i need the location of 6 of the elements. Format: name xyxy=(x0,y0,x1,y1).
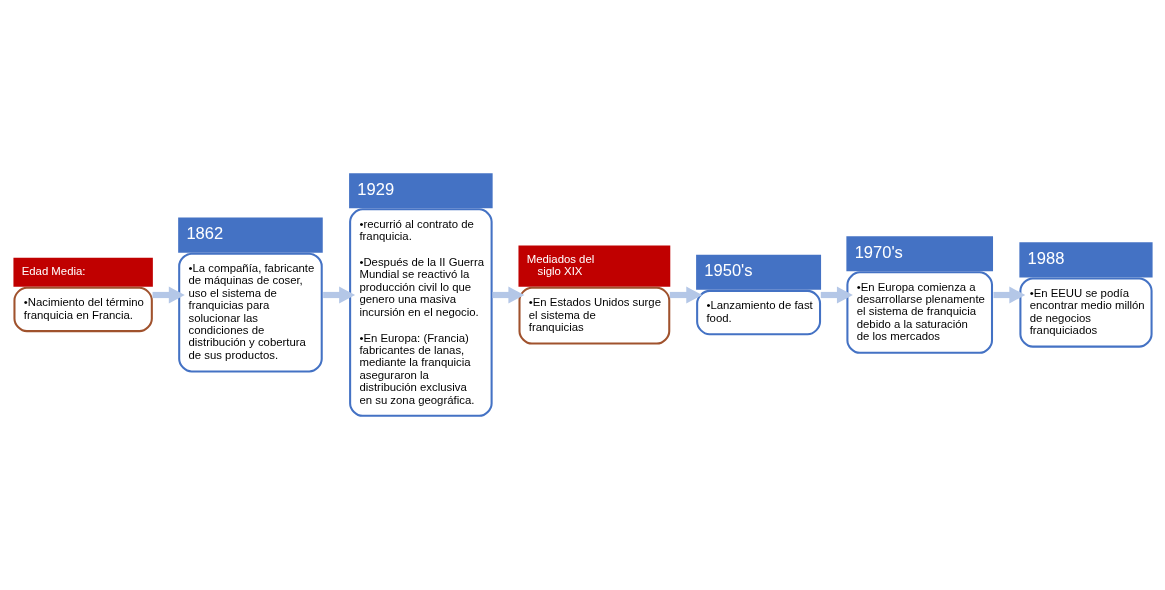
arrow xyxy=(820,286,853,304)
arrow xyxy=(993,286,1026,304)
arrow xyxy=(152,286,185,304)
arrow xyxy=(492,286,525,304)
arrow xyxy=(669,286,703,304)
arrow xyxy=(323,286,356,304)
